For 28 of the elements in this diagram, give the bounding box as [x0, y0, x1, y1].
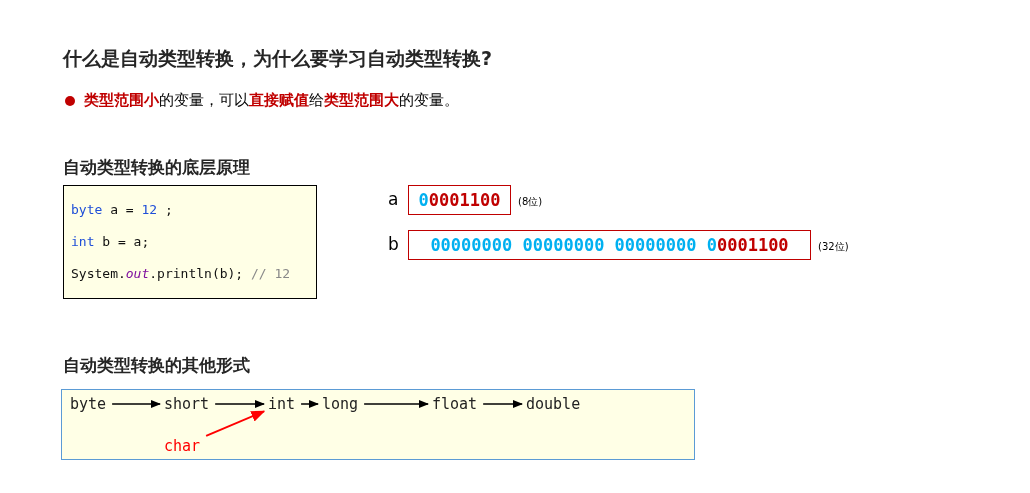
code-line: System.out.println(b); // 12 — [71, 266, 291, 281]
bit-count-note: (32位) — [818, 240, 849, 254]
code-line: byte a = 12 ; — [71, 202, 173, 217]
binary-value-box: 00001100 — [408, 185, 511, 215]
arrow — [363, 399, 430, 409]
code-line: int b = a; — [71, 234, 150, 249]
arrow — [214, 399, 266, 409]
type-name: int — [268, 395, 296, 413]
type-name: float — [432, 395, 478, 413]
code-box — [63, 185, 317, 299]
arrow — [205, 410, 266, 437]
type-name: short — [164, 395, 210, 413]
type-name: double — [526, 395, 581, 413]
arrow — [111, 399, 162, 409]
binary-value-box: 00000000 00000000 00000000 00001100 — [408, 230, 811, 260]
arrow — [482, 399, 524, 409]
type-name: char — [164, 437, 201, 455]
bullet-text: 类型范围小的变量，可以直接赋值给类型范围大的变量。 — [84, 91, 459, 110]
arrow — [300, 399, 320, 409]
bit-count-note: (8位) — [518, 195, 543, 209]
variable-name: a — [388, 189, 399, 209]
section-heading: 自动类型转换的底层原理 — [63, 156, 250, 179]
section-heading: 自动类型转换的其他形式 — [63, 354, 250, 377]
type-name: byte — [70, 395, 107, 413]
page-title: 什么是自动类型转换，为什么要学习自动类型转换? — [63, 46, 493, 71]
conversion-panel — [61, 389, 695, 460]
variable-name: b — [388, 234, 399, 254]
type-name: long — [322, 395, 359, 413]
